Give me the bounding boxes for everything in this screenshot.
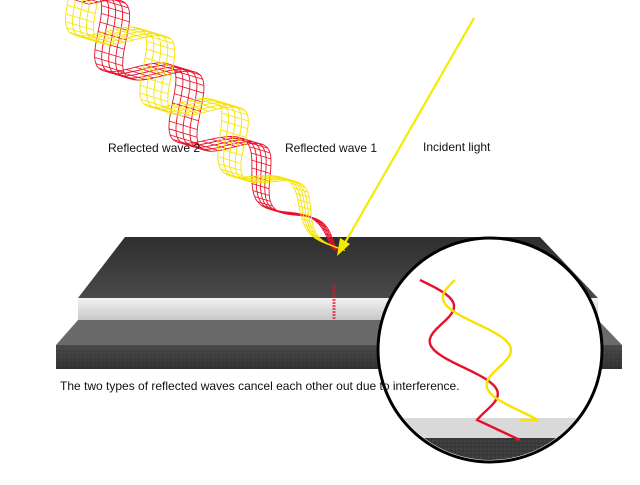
incident-light-label: Incident light bbox=[423, 140, 490, 154]
reflected-wave-1-ribbon bbox=[66, 0, 346, 251]
interference-caption: The two types of reflected waves cancel … bbox=[60, 379, 460, 393]
reflected-wave-2-ribbon bbox=[61, 0, 337, 251]
reflected-wave-2-label: Reflected wave 2 bbox=[108, 141, 200, 155]
incident-light-ray bbox=[337, 18, 474, 256]
reflected-wave-1-label: Reflected wave 1 bbox=[285, 141, 377, 155]
inset-coating bbox=[370, 418, 610, 438]
